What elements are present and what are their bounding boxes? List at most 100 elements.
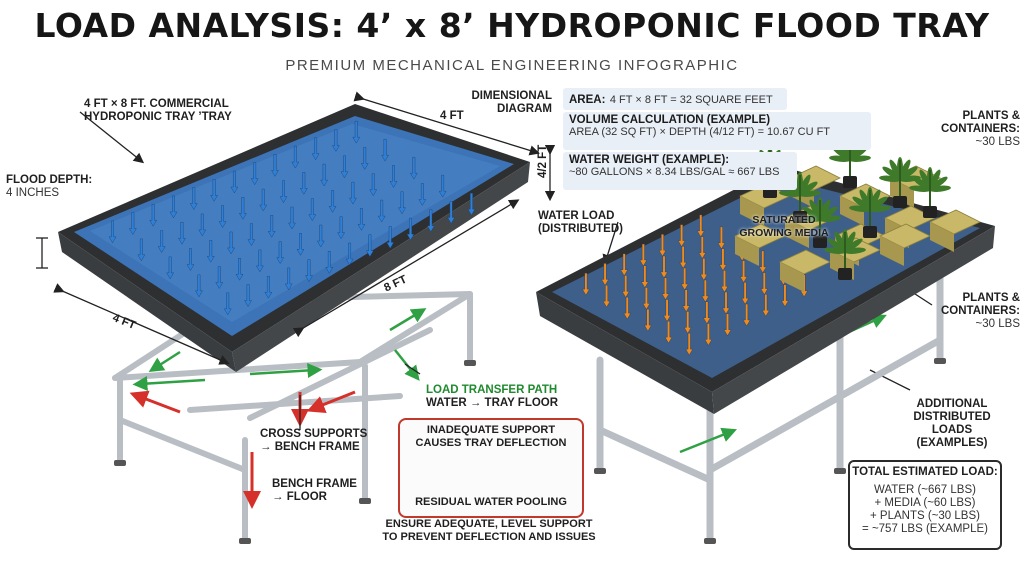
water-arrow (259, 188, 268, 212)
media-line1: SATURATED (752, 214, 816, 226)
plant-pot (813, 236, 827, 248)
r-frame-brace-1 (596, 426, 714, 484)
water-arrow (178, 222, 186, 245)
plants-mid-line2: CONTAINERS: (940, 305, 1020, 317)
r-frame-brace-2 (706, 336, 944, 474)
water-arrow (284, 267, 293, 291)
area-value: 4 FT × 8 FT = 32 SQUARE FEET (609, 94, 773, 106)
distributed-arrow (602, 284, 611, 308)
distributed-arrow (682, 289, 691, 313)
water-arrow (166, 256, 175, 280)
plant-leaf (844, 247, 866, 254)
r-frame-feet (594, 358, 946, 544)
plant-leaf (799, 181, 818, 195)
water-arrow (108, 220, 117, 244)
distributed-arrow (742, 303, 751, 327)
water-arrow (157, 230, 166, 253)
growing-media-blocks (734, 137, 981, 292)
distributed-arrow (582, 272, 590, 296)
frame-rail-right (357, 291, 473, 365)
frame-cross-diag (247, 327, 433, 421)
plant-leaf (852, 196, 871, 210)
distributed-arrow (601, 263, 609, 286)
distributed-arrow (660, 255, 668, 279)
water-arrow (218, 205, 227, 229)
water-arrow (247, 223, 256, 247)
total-water: WATER (~667 LBS) (874, 484, 976, 496)
water-arrow (332, 129, 340, 152)
plant-pot (838, 268, 852, 280)
plant-leaf (912, 176, 931, 190)
media-line2: GROWING MEDIA (739, 227, 829, 239)
plant-leaf (882, 166, 901, 180)
distributed-arrow (717, 226, 726, 250)
plant-leaf (827, 238, 846, 252)
deflection-note-line2: TO PREVENT DEFLECTION AND ISSUES (382, 531, 596, 543)
distributed-arrow (664, 320, 673, 344)
dimensional-diagram-label: DIMENSIONAL DIAGRAM (470, 90, 553, 116)
distributed-arrow (677, 224, 686, 247)
deflection-box: INADEQUATE SUPPORT CAUSES TRAY DEFLECTIO… (398, 418, 584, 518)
media-block-side (735, 236, 759, 266)
water-arrow (409, 156, 418, 180)
total-sum: = ~757 LBS (EXAMPLE) (862, 523, 988, 535)
distributed-arrow (685, 332, 694, 356)
distributed-arrow (680, 267, 689, 291)
water-arrow (438, 174, 447, 198)
distributed-arrow (723, 313, 732, 337)
water-arrow (198, 213, 207, 237)
distributed-arrow (683, 311, 692, 334)
flood-depth-label: FLOOD DEPTH: 4 INCHES (6, 174, 116, 200)
volume-value: AREA (32 SQ FT) × DEPTH (4/12 FT) = 10.6… (569, 126, 831, 138)
additional-line2: DISTRIBUTED LOADS (913, 411, 991, 436)
plant-leaf (802, 206, 821, 220)
cross-supports-line2: → BENCH FRAME (260, 441, 360, 453)
dim-side-label: 4/2 FT (537, 144, 549, 178)
distributed-arrow (719, 248, 727, 271)
water-arrow (250, 162, 259, 186)
plant-leaf (869, 205, 891, 212)
plant-leaf (799, 190, 821, 197)
water-arrow (129, 212, 137, 235)
media-block-side (930, 222, 954, 252)
distributed-arrow (760, 272, 769, 295)
load-transfer-path-label: LOAD TRANSFER PATH WATER → TRAY FLOOR (426, 384, 576, 410)
water-arrow (291, 145, 300, 169)
water-arrow (189, 187, 198, 211)
deflection-title-line1: INADEQUATE SUPPORT (426, 424, 556, 436)
plant-leaf (869, 196, 888, 210)
distributed-arrow (701, 279, 710, 303)
plant-leaf (929, 185, 951, 192)
water-arrow (227, 231, 235, 255)
water-arrow (276, 241, 285, 265)
water-arrow (299, 172, 308, 195)
distributed-arrow (761, 294, 770, 317)
water-arrow (389, 165, 398, 188)
distributed-arrow (658, 234, 667, 257)
cross-supports-label: CROSS SUPPORTS → BENCH FRAME (260, 428, 380, 454)
plant-leaf (928, 169, 941, 190)
water-arrow (210, 179, 218, 202)
tray-label-line1: 4 FT × 8 FT. COMMERCIAL (84, 98, 229, 110)
plants-label-mid: PLANTS & CONTAINERS: ~30 LBS (924, 292, 1020, 331)
distributed-arrow (642, 287, 651, 310)
distributed-arrow (699, 258, 708, 281)
flood-depth-value: 4 INCHES (6, 187, 60, 199)
area-title: AREA: (569, 94, 606, 106)
water-arrow (264, 276, 273, 299)
plant-leaf (929, 176, 948, 190)
plants-mid-line1: PLANTS & (962, 292, 1021, 304)
additional-line3: (EXAMPLES) (916, 437, 988, 449)
water-arrow (271, 154, 279, 177)
additional-loads-label: ADDITIONAL DISTRIBUTED LOADS (EXAMPLES) (892, 398, 1012, 450)
distributed-arrow (661, 277, 670, 301)
water-arrow (267, 215, 276, 238)
cross-supports-line1: CROSS SUPPORTS (260, 428, 368, 440)
right-bench-frame (596, 268, 944, 544)
dim-top-label: 4 FT (440, 110, 464, 122)
distributed-arrow (663, 299, 671, 322)
media-block-side (740, 196, 764, 226)
distributed-arrow (741, 282, 749, 305)
plant-leaf (843, 231, 856, 252)
plant-leaf (898, 159, 911, 180)
